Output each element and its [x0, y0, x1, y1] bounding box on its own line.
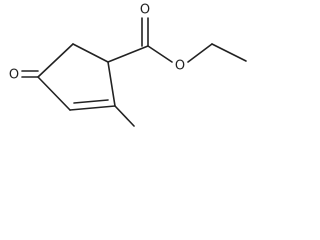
bond-c1-c2: [107, 61, 116, 107]
bond-o-ch2: [187, 43, 213, 63]
ester-oxygen-label: O: [175, 59, 185, 74]
bond-c4-c5: [37, 43, 74, 78]
chemical-structure-diagram: O O O: [9, 3, 247, 127]
ketone-oxygen-label: O: [9, 68, 19, 83]
bond-cester-o: [147, 45, 173, 63]
bond-c3-c4: [37, 76, 71, 111]
atom-labels: O O O: [9, 3, 185, 83]
bond-methyl: [114, 105, 135, 127]
bond-lines: [21, 17, 247, 127]
bond-c2-c3: [69, 105, 116, 111]
bond-c2-c3-inner: [73, 99, 109, 104]
bond-c5-c1: [72, 43, 109, 63]
carbonyl-oxygen-label: O: [140, 3, 150, 18]
bond-ch2-ch3: [211, 43, 247, 62]
bond-c1-cester: [107, 45, 149, 63]
